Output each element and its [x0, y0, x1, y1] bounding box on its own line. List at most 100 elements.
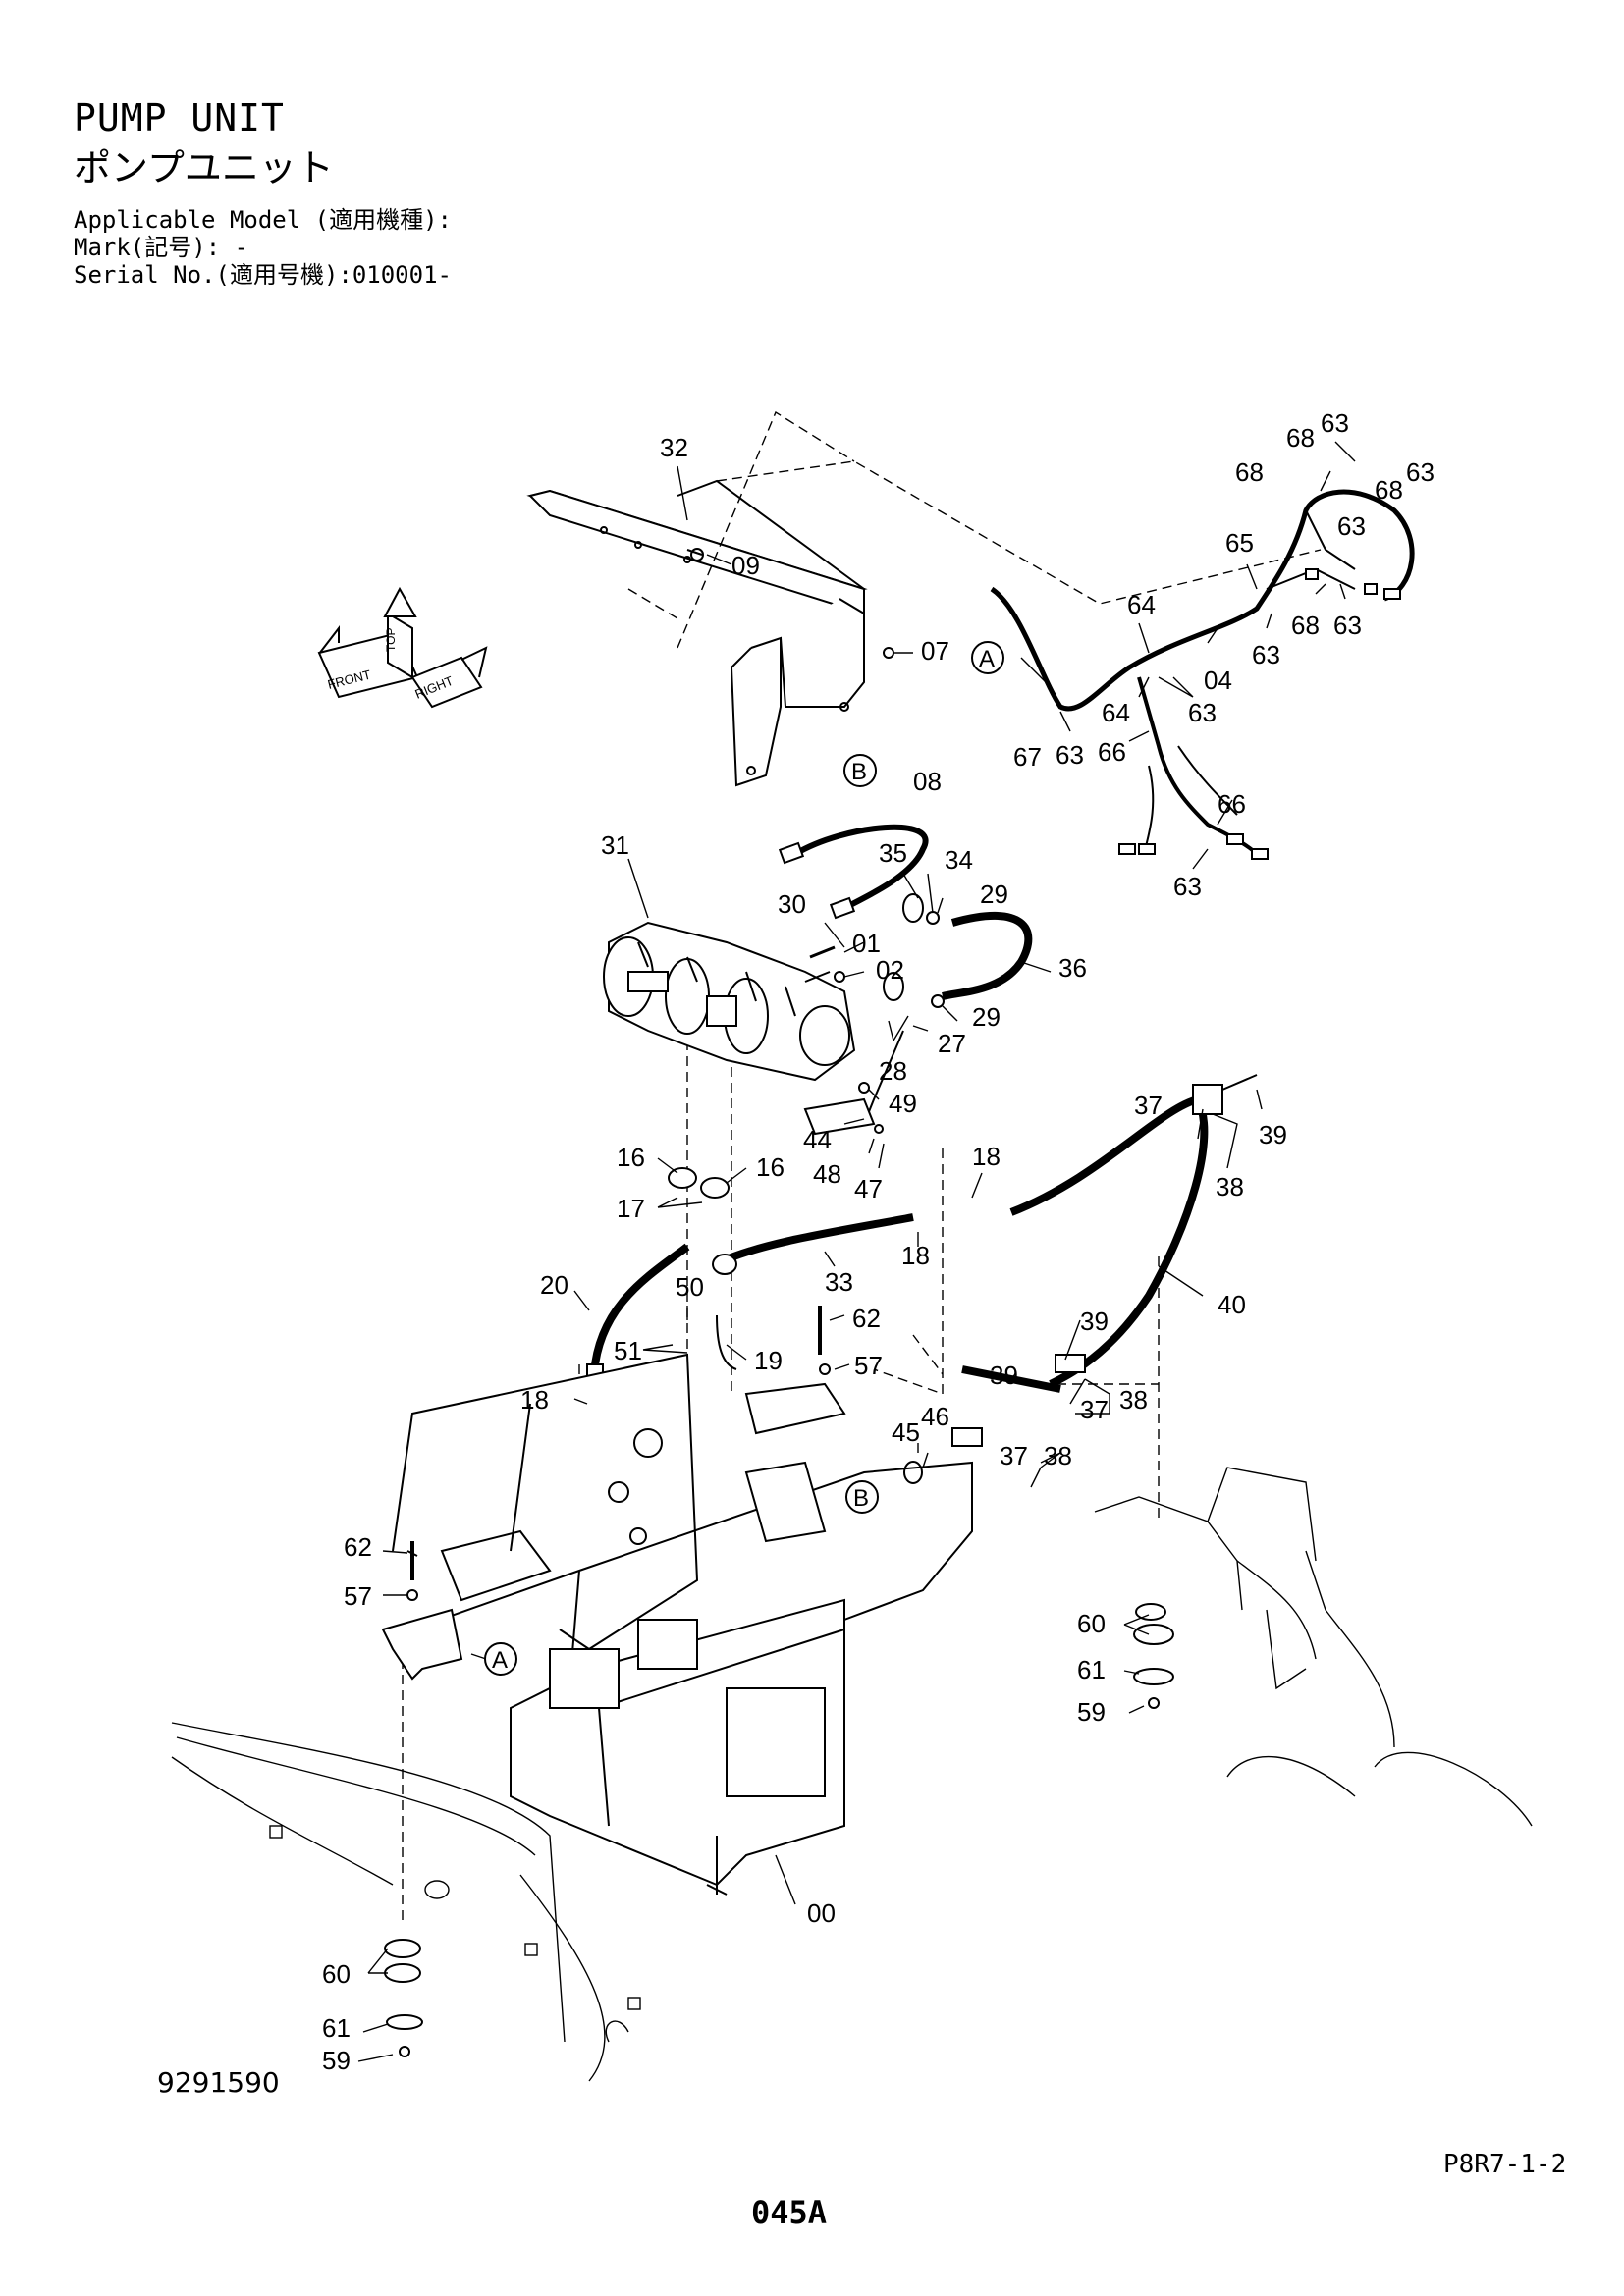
- leader-lines: [357, 441, 1356, 2062]
- callout-63d: 63: [1252, 640, 1280, 669]
- hose-08-fitting-a: [778, 841, 805, 865]
- callout-29a: 29: [980, 880, 1008, 909]
- washer-57-icon: [406, 1589, 418, 1601]
- check-valve-16b: [700, 1177, 730, 1199]
- ref-letter-b-bracket: B: [851, 759, 867, 785]
- fittings-29-35: [804, 893, 945, 1008]
- ref-circle-b-bracket: [843, 754, 877, 787]
- callout-39c: 39: [990, 1361, 1018, 1390]
- reference-lines: [402, 410, 1322, 1924]
- callout-68b: 68: [1235, 457, 1264, 487]
- page-number: 045A: [751, 2194, 828, 2231]
- callout-63b: 63: [1406, 457, 1435, 487]
- callout-66b: 66: [1218, 789, 1246, 819]
- plate-44: [803, 1097, 876, 1136]
- nut-09-icon: [690, 548, 704, 561]
- callout-09: 09: [731, 551, 760, 580]
- washer-57b-icon: [819, 1363, 831, 1375]
- callout-68a: 68: [1286, 423, 1315, 453]
- callout-37c: 37: [1000, 1441, 1028, 1470]
- hose-33: [720, 1213, 914, 1265]
- callout-68c: 68: [1375, 475, 1403, 505]
- hose-40: [1009, 1095, 1209, 1388]
- main-frame-00: [381, 1353, 973, 1896]
- callout-18b: 18: [901, 1241, 930, 1270]
- callout-57b: 57: [344, 1581, 372, 1611]
- callout-47: 47: [854, 1174, 883, 1203]
- ref-letter-a-harness: A: [979, 646, 995, 672]
- callout-37b: 37: [1080, 1395, 1109, 1424]
- callout-59b: 59: [322, 2046, 351, 2075]
- hose-33-fitting: [712, 1254, 737, 1275]
- callout-20: 20: [540, 1270, 568, 1300]
- callout-68d: 68: [1291, 611, 1320, 640]
- bolt-49-icon: [858, 1082, 870, 1094]
- callout-17: 17: [617, 1194, 645, 1223]
- callout-44: 44: [803, 1125, 832, 1154]
- callout-34: 34: [945, 845, 973, 875]
- callout-18c: 18: [520, 1385, 549, 1415]
- callout-00: 00: [807, 1898, 836, 1928]
- callout-62b: 62: [344, 1532, 372, 1562]
- callout-33: 33: [825, 1267, 853, 1297]
- callout-63g: 63: [1056, 740, 1084, 770]
- callout-57a: 57: [854, 1351, 883, 1380]
- callout-16a: 16: [617, 1143, 645, 1172]
- callout-31: 31: [601, 830, 629, 860]
- upper-frame-chassis: [171, 1467, 1533, 2082]
- callout-46: 46: [921, 1402, 949, 1431]
- bolt-48-icon: [874, 1124, 884, 1134]
- callout-67: 67: [1013, 742, 1042, 772]
- callout-40: 40: [1218, 1290, 1246, 1319]
- callout-45: 45: [892, 1417, 920, 1447]
- callout-19: 19: [754, 1346, 783, 1375]
- clamp-37-38-top: [1192, 1084, 1223, 1115]
- mark-line: Mark(記号): -: [74, 234, 249, 261]
- callout-07: 07: [921, 636, 949, 666]
- ref-letter-b-frame: B: [853, 1485, 869, 1512]
- bracket-32: [526, 479, 868, 787]
- callout-60b: 60: [322, 1959, 351, 1989]
- main-pump-31: [603, 921, 856, 1082]
- hose-40-lower: [961, 1365, 1061, 1393]
- callout-36: 36: [1058, 953, 1087, 983]
- wire-harness-04: [990, 489, 1415, 860]
- callout-65: 65: [1225, 528, 1254, 558]
- callout-38b: 38: [1119, 1385, 1148, 1415]
- callout-38c: 38: [1044, 1441, 1072, 1470]
- callout-61a: 61: [1077, 1655, 1106, 1684]
- applicable-model-line: Applicable Model (適用機種):: [74, 206, 452, 234]
- callout-62a: 62: [852, 1304, 881, 1333]
- callout-51: 51: [614, 1336, 642, 1365]
- callout-37a: 37: [1134, 1091, 1163, 1120]
- tube-19: [716, 1314, 737, 1370]
- serial-number-line: Serial No.(適用号機):010001-: [74, 261, 452, 289]
- compass-top-label: TOP: [384, 628, 398, 652]
- callout-27: 27: [938, 1029, 966, 1058]
- callout-38a: 38: [1216, 1172, 1244, 1201]
- callout-63a: 63: [1321, 408, 1349, 438]
- callout-63c: 63: [1337, 511, 1366, 541]
- callout-49: 49: [889, 1089, 917, 1118]
- callout-63h: 63: [1173, 872, 1202, 901]
- plug-45: [903, 1461, 923, 1484]
- clamp-37-38-lower: [951, 1427, 983, 1447]
- callout-64a: 64: [1127, 590, 1156, 619]
- callout-28: 28: [879, 1056, 907, 1086]
- ref-circle-b-frame: [845, 1480, 879, 1514]
- callout-59a: 59: [1077, 1697, 1106, 1727]
- callout-18a: 18: [972, 1142, 1001, 1171]
- hose-20: [590, 1243, 690, 1375]
- clamp-39b: [1055, 1354, 1086, 1373]
- callout-63e: 63: [1333, 611, 1362, 640]
- bolt-09: [686, 549, 703, 556]
- callout-39b: 39: [1080, 1307, 1109, 1336]
- direction-compass: FRONT RIGHT TOP: [317, 586, 488, 709]
- hose-08: [793, 824, 929, 911]
- hose-36: [942, 911, 1033, 1000]
- bolt-39-top: [1221, 1074, 1258, 1091]
- check-valve-16a: [668, 1167, 697, 1189]
- callout-48: 48: [813, 1159, 841, 1189]
- callout-08: 08: [913, 767, 942, 796]
